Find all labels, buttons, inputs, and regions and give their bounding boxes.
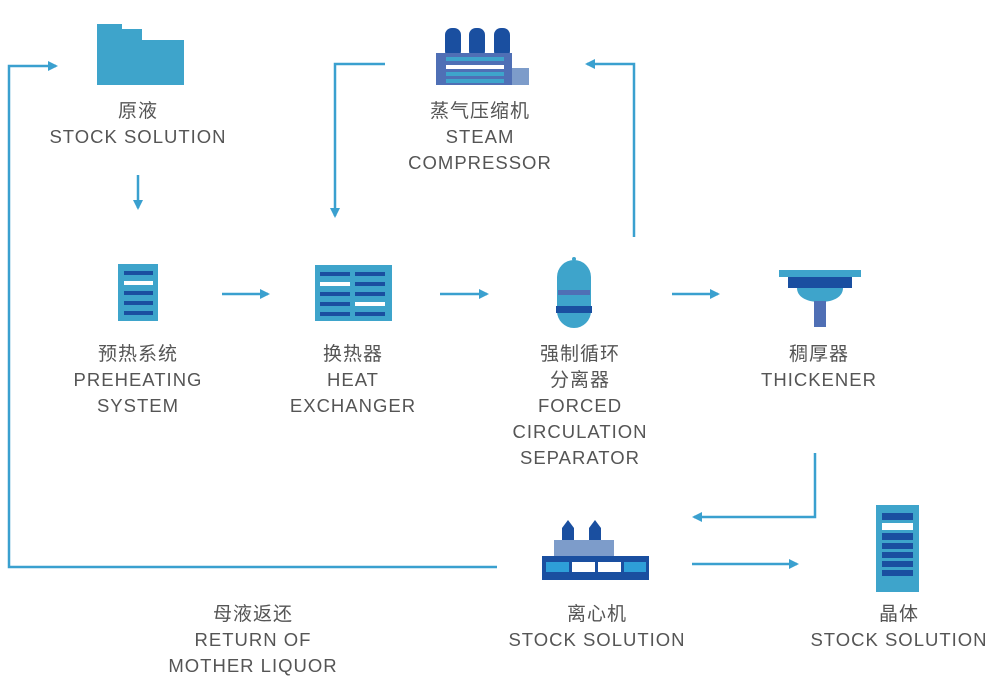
label-heat-exchanger: 换热器 HEAT EXCHANGER	[272, 341, 434, 419]
label-en: SYSTEM	[96, 395, 180, 416]
label-preheating-system: 预热系统 PREHEATING SYSTEM	[55, 341, 221, 419]
label-en: RETURN OF	[194, 629, 312, 650]
arrow-thickener-to-centrifuge	[692, 453, 817, 522]
heat-exchanger-icon	[315, 265, 392, 321]
label-zh: 分离器	[549, 369, 610, 391]
label-zh: 强制循环	[539, 343, 620, 365]
factory-icon	[436, 28, 529, 85]
label-en: COMPRESSOR	[408, 152, 552, 173]
label-en: STOCK SOLUTION	[810, 629, 988, 650]
label-steam-compressor: 蒸气压缩机 STEAM COMPRESSOR	[390, 98, 570, 176]
arrow-separator-to-compressor	[585, 59, 636, 237]
label-zh: 预热系统	[97, 343, 178, 365]
label-zh: 换热器	[322, 343, 383, 365]
label-en: EXCHANGER	[289, 395, 417, 416]
label-en: FORCED	[537, 395, 623, 416]
label-en: PREHEATING	[73, 369, 203, 390]
label-en: HEAT	[327, 369, 379, 390]
centrifuge-icon	[542, 520, 649, 580]
crystal-rack-icon	[876, 505, 919, 592]
label-mother-liquor-return: 母液返还 RETURN OF MOTHER LIQUOR	[150, 601, 356, 679]
label-zh: 离心机	[566, 603, 627, 625]
label-thickener: 稠厚器 THICKENER	[738, 341, 900, 393]
preheater-icon	[118, 264, 158, 321]
label-stock-solution: 原液 STOCK SOLUTION	[40, 98, 236, 150]
label-en: MOTHER LIQUOR	[168, 655, 338, 676]
label-en: STOCK SOLUTION	[49, 126, 227, 147]
label-zh: 原液	[117, 100, 158, 122]
label-zh: 稠厚器	[788, 343, 849, 365]
separator-tank-icon	[556, 257, 592, 328]
arrow-compressor-to-heat-exchanger	[330, 62, 385, 218]
arrows	[7, 59, 817, 569]
arrow-mother-liquor-return	[7, 61, 497, 569]
folder-icon	[97, 24, 184, 85]
label-en: STOCK SOLUTION	[508, 629, 686, 650]
label-zh: 蒸气压缩机	[429, 100, 530, 122]
thickener-icon	[779, 270, 861, 327]
label-zh: 晶体	[878, 603, 919, 625]
label-zh: 母液返还	[212, 603, 293, 625]
label-centrifuge: 离心机 STOCK SOLUTION	[498, 601, 696, 653]
label-en: CIRCULATION	[512, 421, 648, 442]
label-en: SEPARATOR	[519, 447, 641, 468]
label-crystal: 晶体 STOCK SOLUTION	[800, 601, 998, 653]
label-en: THICKENER	[761, 369, 877, 390]
label-forced-circulation-separator: 强制循环 分离器 FORCED CIRCULATION SEPARATOR	[494, 341, 666, 471]
label-en: STEAM	[445, 126, 515, 147]
